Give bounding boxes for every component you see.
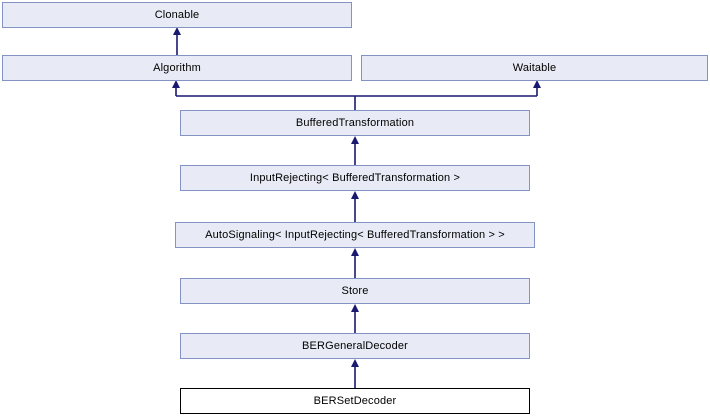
class-node-bergeneraldecoder[interactable]: BERGeneralDecoder <box>180 333 530 359</box>
class-node-bufferedtransformation[interactable]: BufferedTransformation <box>180 110 530 136</box>
edge-autosignaling-to-inputrejecting <box>351 191 359 222</box>
edge-bergeneraldecoder-to-store <box>351 304 359 333</box>
class-node-label: BufferedTransformation <box>295 116 415 129</box>
edge-store-to-autosignaling <box>351 248 359 278</box>
class-node-algorithm[interactable]: Algorithm <box>2 55 352 81</box>
edge-inputrejecting-to-buffered <box>351 136 359 165</box>
class-node-store[interactable]: Store <box>180 278 530 304</box>
class-node-waitable[interactable]: Waitable <box>361 55 708 81</box>
edge-algorithm-to-clonable <box>173 27 181 55</box>
class-node-label: Clonable <box>154 8 200 21</box>
edge-buffered-to-parents <box>172 80 541 110</box>
class-node-label: BERGeneralDecoder <box>302 339 408 352</box>
class-node-label: Store <box>341 284 369 297</box>
class-node-clonable[interactable]: Clonable <box>2 2 352 28</box>
class-node-inputrejecting[interactable]: InputRejecting< BufferedTransformation > <box>180 165 530 191</box>
edge-bersetdecoder-to-bergeneraldecoder <box>351 359 359 388</box>
class-node-label: InputRejecting< BufferedTransformation > <box>249 171 461 184</box>
class-node-label: Algorithm <box>153 61 201 74</box>
class-node-bersetdecoder[interactable]: BERSetDecoder <box>180 388 530 414</box>
class-node-autosignaling[interactable]: AutoSignaling< InputRejecting< BufferedT… <box>175 222 535 248</box>
class-node-label: Waitable <box>512 61 557 74</box>
class-node-label: AutoSignaling< InputRejecting< BufferedT… <box>205 228 505 241</box>
class-node-label: BERSetDecoder <box>313 394 397 407</box>
